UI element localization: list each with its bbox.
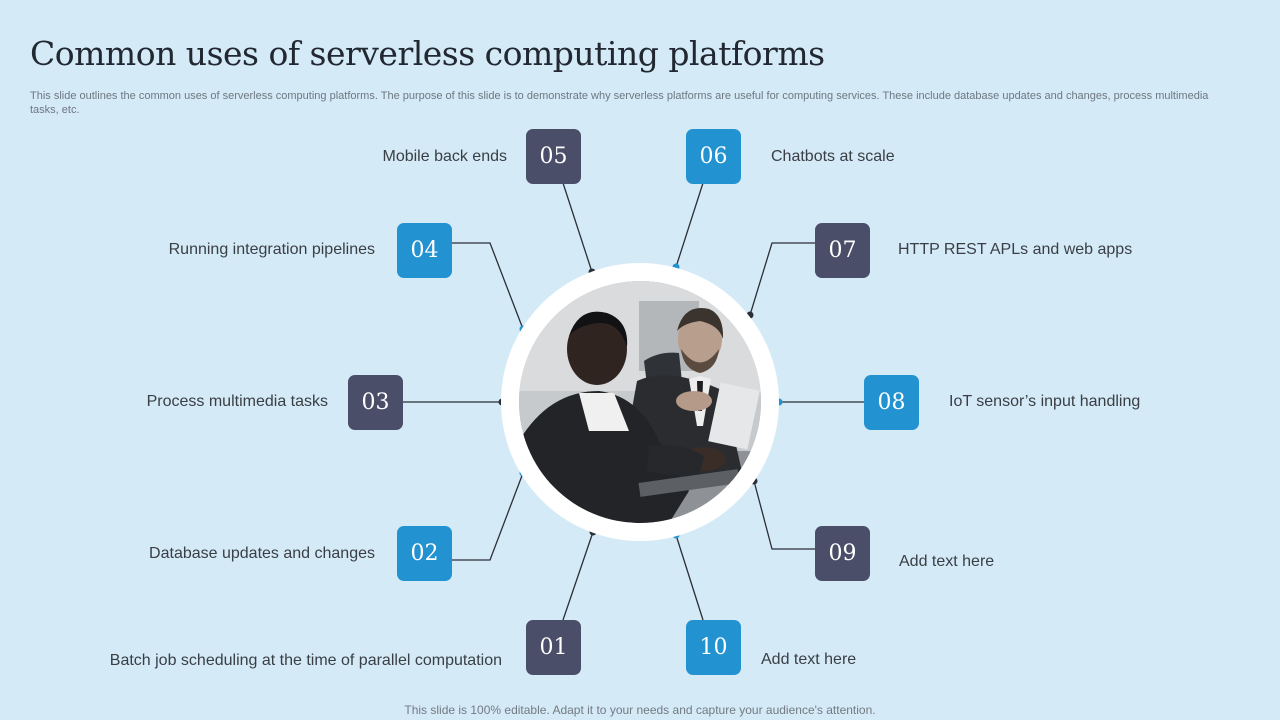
connector-06: [675, 182, 704, 268]
label-08: IoT sensor’s input handling: [949, 393, 1141, 410]
label-07: HTTP REST APLs and web apps: [898, 241, 1133, 258]
label-04: Running integration pipelines: [168, 241, 375, 258]
badge-01: 01: [526, 620, 581, 675]
slide-footer: This slide is 100% editable. Adapt it to…: [404, 703, 876, 717]
badge-09: 09: [815, 526, 870, 581]
label-06: Chatbots at scale: [771, 148, 895, 165]
badge-05: 05: [526, 129, 581, 184]
badge-03: 03: [348, 375, 403, 430]
slide-description: This slide outlines the common uses of s…: [30, 90, 1209, 116]
connector-01: [562, 531, 594, 621]
label-09: Add text here: [899, 553, 995, 570]
label-02: Database updates and changes: [149, 545, 375, 562]
badge-02: 02: [397, 526, 452, 581]
connector-09: [753, 480, 815, 550]
label-01: Batch job scheduling at the time of para…: [109, 652, 502, 669]
connector-10: [675, 534, 704, 621]
label-05: Mobile back ends: [382, 148, 507, 165]
connector-05: [562, 182, 593, 273]
label-10: Add text here: [761, 651, 857, 668]
badge-04: 04: [397, 223, 452, 278]
slide-title: Common uses of serverless computing plat…: [30, 34, 825, 73]
connector-07: [749, 242, 815, 316]
badge-06: 06: [686, 129, 741, 184]
business-meeting-photo: [519, 281, 761, 523]
badge-07: 07: [815, 223, 870, 278]
connector-04: [451, 242, 524, 330]
badge-10: 10: [686, 620, 741, 675]
label-03: Process multimedia tasks: [146, 393, 328, 410]
badge-08: 08: [864, 375, 919, 430]
connector-02: [451, 472, 524, 561]
